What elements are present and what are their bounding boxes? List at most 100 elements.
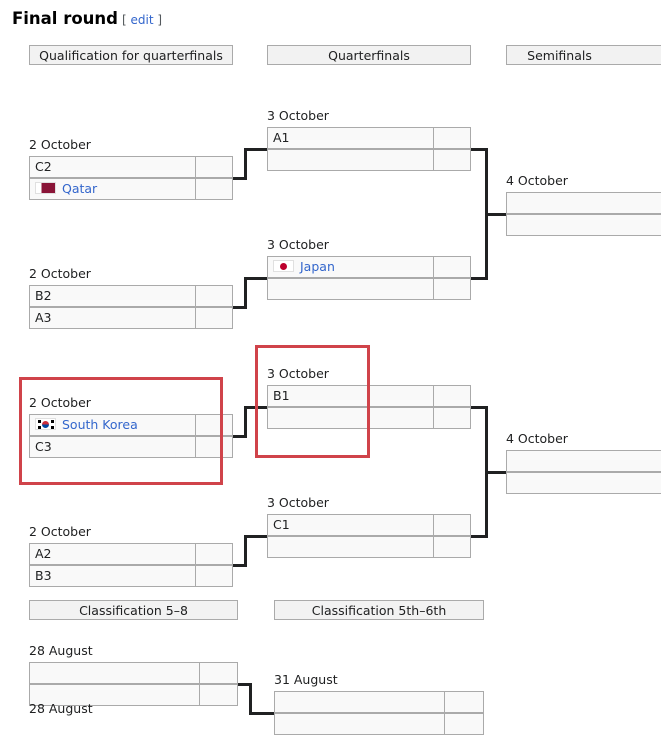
header-quarterfinals: Quarterfinals bbox=[267, 45, 471, 65]
score-cell bbox=[195, 156, 233, 178]
score-cell bbox=[444, 691, 484, 713]
team-name: B3 bbox=[35, 568, 52, 583]
bracket-connector-line bbox=[485, 213, 506, 216]
match-team-row bbox=[274, 691, 484, 713]
bracket-connector-line bbox=[471, 406, 488, 409]
edit-link[interactable]: edit bbox=[130, 13, 154, 27]
team-name-cell bbox=[267, 149, 434, 171]
edit-bracket-close: ] bbox=[157, 13, 163, 27]
team-link[interactable]: Japan bbox=[300, 259, 335, 274]
score-cell bbox=[433, 536, 471, 558]
match-date: 3 October bbox=[267, 366, 329, 381]
section-title: Final round bbox=[12, 9, 118, 28]
header-classification-5-8: Classification 5–8 bbox=[29, 600, 238, 620]
team-name: C2 bbox=[35, 159, 52, 174]
score-cell bbox=[433, 127, 471, 149]
bracket-connector-line bbox=[244, 148, 267, 151]
team-name-cell bbox=[274, 713, 445, 735]
score-cell bbox=[433, 149, 471, 171]
header-qualification: Qualification for quarterfinals bbox=[29, 45, 233, 65]
south-korea-flag-icon bbox=[35, 418, 56, 430]
team-name-cell bbox=[267, 536, 434, 558]
bracket-connector-line bbox=[233, 177, 247, 180]
match-team-row bbox=[506, 192, 661, 214]
match-team-row: South Korea bbox=[29, 414, 233, 436]
match-team-row bbox=[267, 149, 471, 171]
team-name: A1 bbox=[273, 130, 290, 145]
match-date: 2 October bbox=[29, 266, 91, 281]
bracket-connector-line bbox=[249, 683, 252, 715]
header-semifinals: Semifinals bbox=[506, 45, 661, 65]
match-date: 3 October bbox=[267, 495, 329, 510]
team-name-cell: A1 bbox=[267, 127, 434, 149]
bracket-connector-line bbox=[238, 683, 252, 686]
match-date: 2 October bbox=[29, 137, 91, 152]
score-cell bbox=[433, 407, 471, 429]
match-team-row bbox=[267, 407, 471, 429]
team-name-cell: A2 bbox=[29, 543, 196, 565]
team-name-cell bbox=[506, 450, 661, 472]
score-cell bbox=[195, 414, 233, 436]
bracket-connector-line bbox=[233, 435, 247, 438]
match-date: 4 October bbox=[506, 173, 568, 188]
match-date: 28 August bbox=[29, 701, 93, 716]
team-name-cell[interactable]: Japan bbox=[267, 256, 434, 278]
bracket-connector-line bbox=[244, 277, 247, 309]
bracket-connector-line bbox=[244, 535, 267, 538]
match-team-row bbox=[267, 536, 471, 558]
team-name-cell bbox=[506, 214, 661, 236]
edit-section: [ edit ] bbox=[122, 13, 162, 27]
team-name-cell: A3 bbox=[29, 307, 196, 329]
team-name: A2 bbox=[35, 546, 52, 561]
match-team-row: B3 bbox=[29, 565, 233, 587]
team-name: A3 bbox=[35, 310, 52, 325]
header-classification-5-6: Classification 5th–6th bbox=[274, 600, 484, 620]
match-team-row: B2 bbox=[29, 285, 233, 307]
bracket-connector-line bbox=[471, 277, 488, 280]
team-name: B2 bbox=[35, 288, 52, 303]
team-name-cell: B1 bbox=[267, 385, 434, 407]
team-link[interactable]: Qatar bbox=[62, 181, 98, 196]
bracket-connector-line bbox=[249, 712, 274, 715]
bracket-connector-line bbox=[485, 471, 506, 474]
match-team-row bbox=[506, 450, 661, 472]
match-date: 3 October bbox=[267, 108, 329, 123]
match-team-row bbox=[29, 662, 238, 684]
match-team-row bbox=[274, 713, 484, 735]
match-team-row: B1 bbox=[267, 385, 471, 407]
team-name-cell bbox=[267, 278, 434, 300]
score-cell bbox=[199, 684, 238, 706]
match-team-row bbox=[506, 214, 661, 236]
bracket-connector-line bbox=[244, 535, 247, 567]
bracket-connector-line bbox=[244, 277, 267, 280]
score-cell bbox=[195, 565, 233, 587]
match-team-row: A1 bbox=[267, 127, 471, 149]
score-cell bbox=[195, 178, 233, 200]
japan-flag-icon bbox=[273, 260, 294, 272]
match-team-row: A2 bbox=[29, 543, 233, 565]
match-team-row: C1 bbox=[267, 514, 471, 536]
highlight-box-south-korea-match bbox=[19, 377, 223, 485]
bracket-connector-line bbox=[471, 148, 488, 151]
score-cell bbox=[195, 307, 233, 329]
match-team-row: Qatar bbox=[29, 178, 233, 200]
team-name-cell: B2 bbox=[29, 285, 196, 307]
team-name-cell[interactable]: South Korea bbox=[29, 414, 196, 436]
team-name-cell bbox=[506, 472, 661, 494]
match-team-row bbox=[29, 684, 238, 706]
team-name-cell: C1 bbox=[267, 514, 434, 536]
highlight-box-b1-match bbox=[255, 345, 370, 458]
score-cell bbox=[433, 385, 471, 407]
match-date: 3 October bbox=[267, 237, 329, 252]
team-name-cell[interactable]: Qatar bbox=[29, 178, 196, 200]
match-team-row: C2 bbox=[29, 156, 233, 178]
match-date: 4 October bbox=[506, 431, 568, 446]
score-cell bbox=[444, 713, 484, 735]
score-cell bbox=[195, 436, 233, 458]
match-team-row bbox=[267, 278, 471, 300]
team-name-cell: C2 bbox=[29, 156, 196, 178]
bracket-connector-line bbox=[244, 406, 247, 438]
score-cell bbox=[433, 514, 471, 536]
team-link[interactable]: South Korea bbox=[62, 417, 138, 432]
score-cell bbox=[199, 662, 238, 684]
